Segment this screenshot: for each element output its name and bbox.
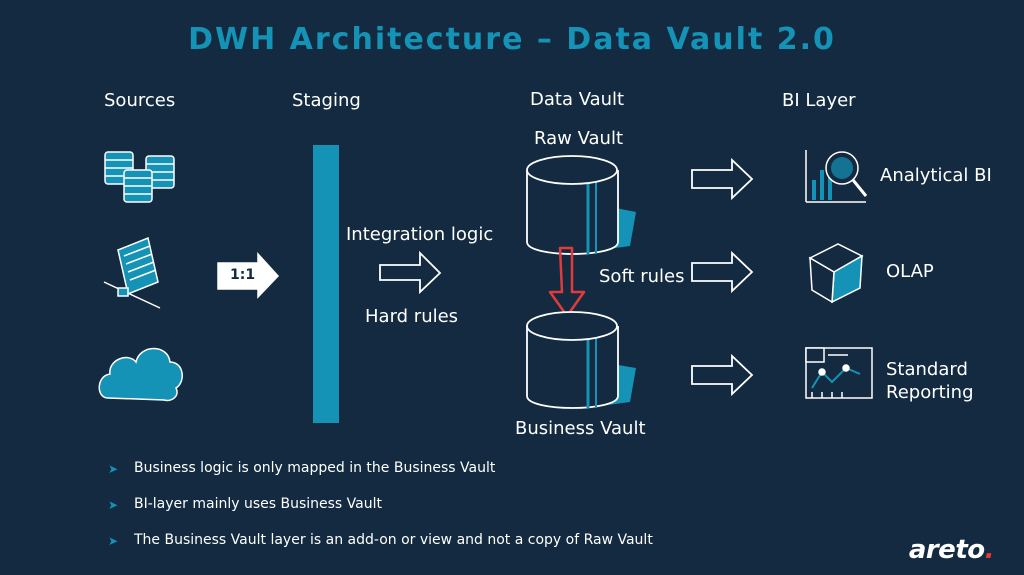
integration-logic-label: Integration logic: [346, 224, 494, 245]
hard-rules-label: Hard rules: [365, 306, 459, 327]
integration-arrow: [379, 250, 442, 295]
column-header-data-vault: Data Vault: [530, 89, 625, 110]
server-icon: [103, 236, 161, 309]
areto-logo: areto.: [908, 535, 995, 565]
raw-vault-label: Raw Vault: [534, 128, 623, 149]
cube-icon: [808, 243, 864, 304]
page-title: DWH Architecture – Data Vault 2.0: [188, 22, 836, 57]
bi-item-analytical-label: Analytical BI: [880, 165, 992, 186]
bullet-arrow-icon: ➤: [108, 498, 119, 512]
bullet-arrow-icon: ➤: [108, 534, 119, 548]
logo-text: areto: [908, 535, 985, 565]
staging-bar: [313, 145, 339, 423]
column-header-staging: Staging: [292, 90, 361, 111]
raw-vault-cylinder: [526, 155, 636, 255]
bullet-item: ➤ The Business Vault layer is an add-on …: [108, 532, 653, 568]
bullet-text: BI-layer mainly uses Business Vault: [134, 496, 382, 512]
report-chart-icon: [805, 347, 873, 399]
bullet-arrow-icon: ➤: [108, 462, 119, 476]
database-stack-icon: [104, 151, 175, 203]
soft-rules-label: Soft rules: [599, 266, 685, 287]
column-header-sources: Sources: [104, 90, 176, 111]
bi-arrow-analytical: [691, 157, 754, 201]
bi-item-reporting-label: Standard Reporting: [886, 359, 974, 403]
one-to-one-label: 1:1: [230, 267, 256, 283]
business-vault-label: Business Vault: [515, 418, 646, 439]
soft-rules-down-arrow: [548, 246, 586, 318]
bi-item-olap-label: OLAP: [886, 261, 934, 282]
cloud-icon: [98, 347, 183, 402]
bi-arrow-olap: [691, 250, 754, 294]
bullet-text: Business logic is only mapped in the Bus…: [134, 460, 496, 476]
column-header-bi-layer: BI Layer: [782, 90, 856, 111]
bi-arrow-reporting: [691, 353, 754, 397]
bullet-text: The Business Vault layer is an add-on or…: [134, 532, 653, 548]
analytics-magnifier-icon: [805, 150, 868, 203]
business-vault-cylinder: [526, 311, 636, 409]
bullet-item: ➤ Business logic is only mapped in the B…: [108, 460, 653, 496]
one-to-one-arrow: [217, 252, 280, 299]
bullet-list: ➤ Business logic is only mapped in the B…: [108, 460, 653, 568]
bullet-item: ➤ BI-layer mainly uses Business Vault: [108, 496, 653, 532]
logo-dot: .: [984, 535, 995, 565]
